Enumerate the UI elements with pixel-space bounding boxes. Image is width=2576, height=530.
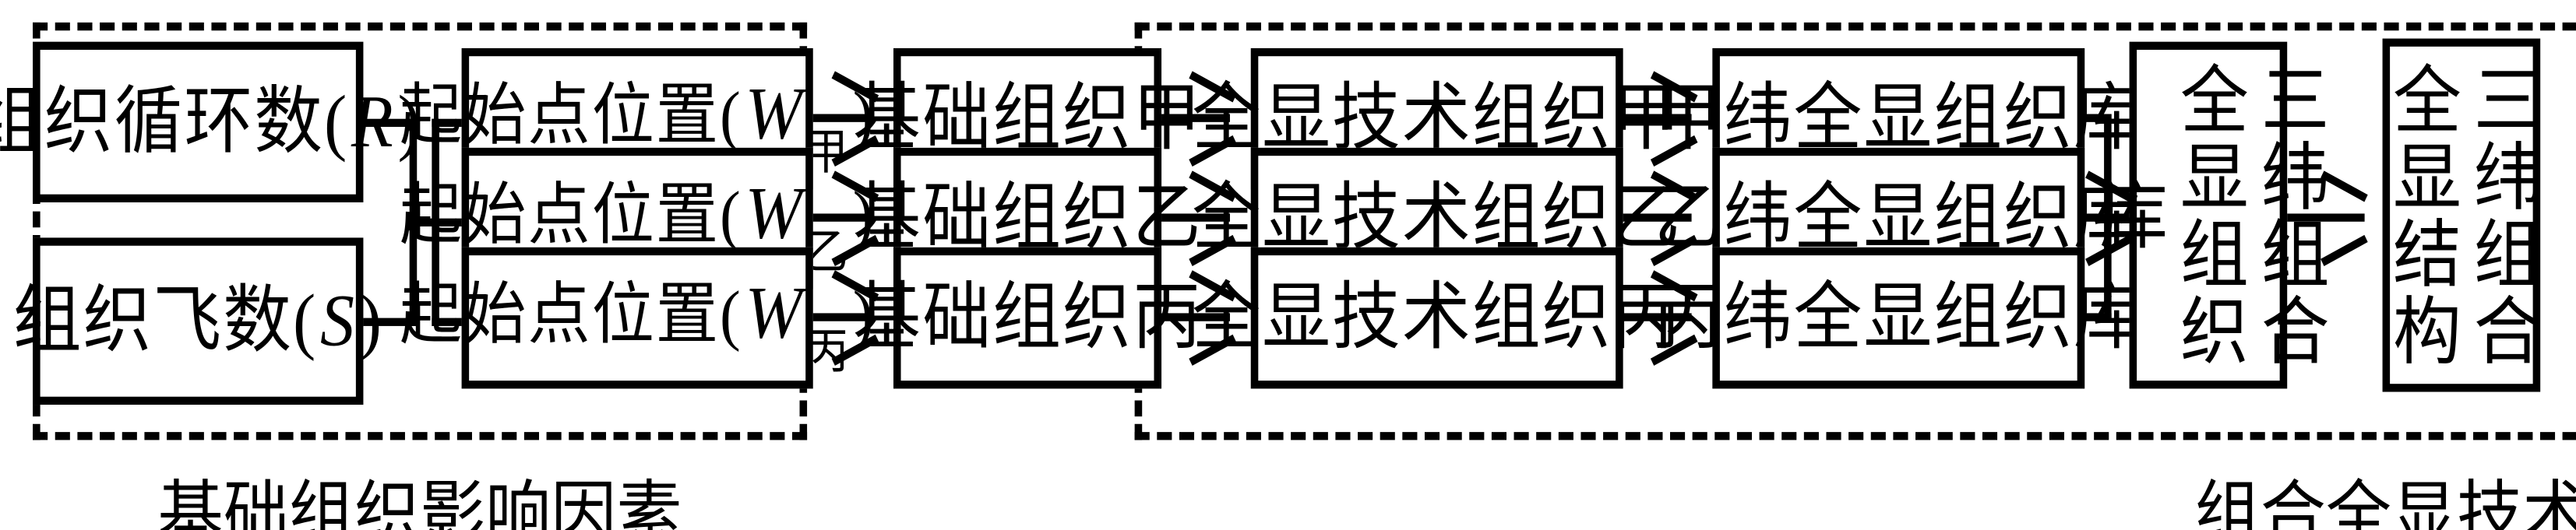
box-weave-repeat[interactable]: 组织循环数(R) [0, 41, 421, 203]
box-weave-step-label: 组织飞数(S) [13, 279, 383, 362]
box-start-point-bing[interactable]: 起始点位置(W丙) [400, 247, 873, 389]
box-base-weave-jia-label: 基础组织甲 [852, 76, 1203, 159]
arrow-head-c2c3-3 [828, 294, 872, 342]
arrow-head-c4c5-1 [1647, 95, 1691, 143]
box-weave-repeat-label: 组织循环数(R) [0, 80, 422, 163]
connector-c2-branch-2 [432, 218, 465, 226]
arrow-head-c2c3-2 [828, 195, 872, 243]
box-three-weft-library[interactable]: 三纬组合全显组织库 [2091, 41, 2328, 389]
box-three-weft-structure-label: 三纬组合全显结构 [2384, 61, 2541, 370]
box-full-display-weave-bing[interactable]: 全显技术组织丙 [1192, 247, 1680, 389]
box-weft-library-yi-label: 乙纬全显组织库 [1653, 176, 2144, 258]
box-three-weft-structure[interactable]: 三纬组合全显结构 [2382, 38, 2541, 392]
symbol-W-jia: W [745, 72, 804, 154]
symbol-S: S [319, 279, 356, 361]
box-full-display-weave-bing-label: 全显技术组织丙 [1192, 276, 1683, 358]
arrow-head-c4c5-3 [1647, 294, 1691, 342]
symbol-W-bing: W [745, 271, 804, 353]
box-weft-library-jia-label: 甲纬全显组织库 [1653, 76, 2144, 159]
merge-line-c5-1 [2084, 114, 2112, 122]
box-start-point-bing-label: 起始点位置(W丙) [399, 271, 874, 380]
box-weave-step[interactable]: 组织飞数(S) [13, 237, 382, 405]
arrow-head-c6c7 [2317, 195, 2361, 243]
box-base-weave-yi-label: 基础组织乙 [852, 176, 1203, 258]
box-three-weft-library-label: 三纬组合全显组织库 [2091, 61, 2328, 370]
arrow-head-c2c3-1 [828, 95, 872, 143]
box-base-weave-bing-label: 基础组织丙 [852, 276, 1203, 358]
connector-c1-bottom [363, 318, 418, 326]
connector-c1-top [363, 118, 418, 128]
caption-basic-structure-factors: 基础组织影响因素 [157, 475, 682, 530]
connector-c2-branch-3 [432, 318, 465, 326]
arrow-head-c4c5-2 [1647, 195, 1691, 243]
symbol-W-yi: W [745, 171, 804, 254]
arrow-head-c3c4-1 [1186, 95, 1230, 143]
box-weft-library-bing-label: 丙纬全显组织库 [1653, 276, 2144, 358]
arrow-head-c5c6 [2081, 195, 2126, 243]
caption-combined-full-display-tech: 组合全显技术 [2194, 475, 2576, 530]
connector-c2-branch-1 [432, 118, 465, 128]
arrow-head-c3c4-3 [1186, 294, 1230, 342]
box-base-weave-bing[interactable]: 基础组织丙 [852, 247, 1201, 389]
box-full-display-weave-yi-label: 全显技术组织乙 [1192, 176, 1683, 258]
arrow-head-c3c4-2 [1186, 195, 1230, 243]
box-full-display-weave-jia-label: 全显技术组织甲 [1192, 76, 1683, 159]
box-weft-library-bing[interactable]: 丙纬全显组织库 [1654, 247, 2142, 389]
connector-c1-stem [409, 218, 437, 226]
merge-line-c5-3 [2084, 313, 2112, 321]
